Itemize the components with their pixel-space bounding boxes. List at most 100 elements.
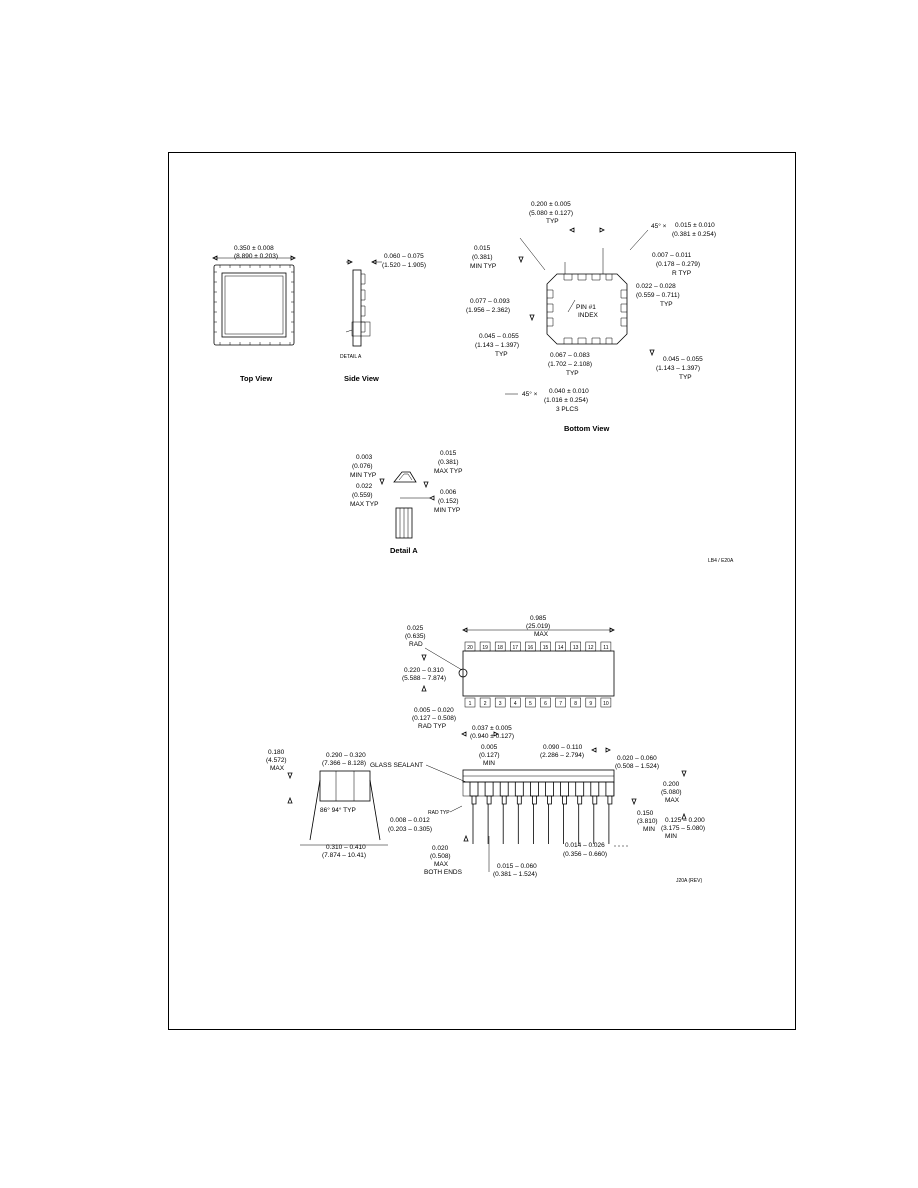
- dip-hmax-in: 0.180: [268, 749, 285, 756]
- b-r-typ: R TYP: [672, 270, 691, 277]
- lcc-side-view: 0.060 – 0.075 (1.520 – 1.905) DETAIL A S…: [340, 253, 426, 383]
- detail-a-caption: Detail A: [390, 546, 418, 555]
- dip-lead-len-in: 0.125 – 0.200: [665, 817, 705, 824]
- dip-bottom-pin-box: [555, 697, 566, 708]
- dip-top-pin-box: [600, 641, 612, 652]
- dip-shoulder-mm: (0.508 – 1.524): [615, 763, 659, 770]
- dip-base-typ: MAX: [665, 797, 680, 804]
- lcc-bottom-view: 0.200 ± 0.005 (5.080 ± 0.127) TYP 45° × …: [466, 201, 716, 433]
- dip-top-pin-box: [585, 641, 597, 652]
- dip-lead-len-typ: MIN: [665, 833, 677, 840]
- dip-side-lead: [560, 782, 569, 844]
- b-pl-typ: TYP: [495, 351, 508, 358]
- dip-top-pin-box: [494, 641, 506, 652]
- dip-end-in: 0.037 ± 0.005: [472, 725, 512, 732]
- b-pl2-in: 0.045 – 0.055: [663, 356, 703, 363]
- b-pw-in: 0.022 – 0.028: [636, 283, 676, 290]
- dip-bottom-pin-box: [464, 697, 476, 708]
- side-height-in: 0.060 – 0.075: [384, 253, 424, 260]
- dip-side-lead: [514, 782, 524, 844]
- dip-top-pin-box: [510, 641, 521, 652]
- dip-notch-in: 0.025: [407, 625, 424, 632]
- dip-top-pin-number: 17: [513, 645, 519, 651]
- d-b-in: 0.015: [440, 450, 457, 457]
- dip-top-pin-number: 11: [603, 645, 608, 651]
- dip-bottom-pin-box: [479, 697, 491, 708]
- b-corner-in: 0.015: [474, 245, 491, 252]
- d-d-in: 0.006: [440, 489, 457, 496]
- dip-angle: 86° 94° TYP: [320, 806, 356, 814]
- dip-bottom-pin-box: [585, 697, 597, 708]
- dip-lead-len-mm: (3.175 – 5.080): [661, 825, 705, 832]
- dip-side-lead: [469, 782, 479, 844]
- dip-base-in: 0.200: [663, 781, 680, 788]
- d-a-typ: MIN TYP: [350, 472, 376, 479]
- b-pl-mm: (1.143 – 1.397): [475, 342, 519, 349]
- dip-pitch-in: 0.090 – 0.110: [543, 744, 583, 751]
- b-chamfer-b-mm: (1.016 ± 0.254): [544, 397, 588, 404]
- b-r-in: 0.007 – 0.011: [652, 252, 692, 259]
- top-width-in: 0.350 ± 0.008: [234, 245, 274, 252]
- b-chamfer-a-mm: (0.381 ± 0.254): [672, 231, 716, 238]
- dip-hmax-mm: (4.572): [266, 757, 287, 764]
- b-pl2-typ: TYP: [679, 374, 692, 381]
- dip-lw-mm: (0.356 – 0.660): [563, 851, 607, 858]
- dip-lead-thk-mm: (0.203 – 0.305): [388, 826, 432, 833]
- lcc-top-view: 0.350 ± 0.008 (8.890 ± 0.203) Top View: [212, 245, 296, 383]
- dip-shoulder-in: 0.020 – 0.060: [617, 755, 657, 762]
- b-chamfer-b-in: 0.040 ± 0.010: [549, 388, 589, 395]
- lcc-drawing-no: LB4 / E20A: [708, 558, 734, 564]
- dip-span-mm: (7.366 – 8.128): [322, 760, 366, 767]
- dip-top-pin-box: [570, 641, 581, 652]
- dip-top-pin-number: 15: [543, 645, 549, 651]
- dip-flat-in: 0.150: [637, 810, 654, 817]
- dip-radius-label: RAD TYP: [428, 810, 450, 816]
- lcc-detail-a: 0.003 (0.076) MIN TYP 0.015 (0.381) MAX …: [350, 450, 734, 564]
- dip-side-lead: [530, 782, 539, 844]
- d-c-typ: MAX TYP: [350, 501, 378, 508]
- b-chamfer-a: 45° ×: [651, 222, 667, 230]
- b-corner-typ: MIN TYP: [470, 263, 496, 270]
- dip-hmax-typ: MAX: [270, 765, 285, 772]
- dip-bottom-pin-box: [600, 697, 612, 708]
- dip-top-pin-number: 12: [588, 645, 594, 651]
- b-chamfer-a-in: 0.015 ± 0.010: [675, 222, 715, 229]
- dip-bw-in: 0.015 – 0.060: [497, 863, 537, 870]
- b-corner-mm: (0.381): [472, 254, 493, 261]
- dip-top-pin-box: [479, 641, 491, 652]
- b-pin1: PIN #1: [576, 304, 596, 311]
- dip-seat-typ: MIN: [483, 760, 495, 767]
- dip-length-mm: (25.019): [526, 623, 550, 630]
- b-chamfer-b: 45° ×: [522, 390, 538, 398]
- dip-flat-mm: (3.810): [637, 818, 658, 825]
- dip-top-pin-box: [540, 641, 551, 652]
- dip-side-lead: [499, 782, 509, 844]
- dip-glass: GLASS SEALANT: [370, 762, 423, 769]
- dip-bottom-pin-number: 2: [484, 701, 487, 707]
- dip-drawing-no: J20A (REV): [676, 878, 702, 884]
- dip-bottom-pin-number: 3: [499, 701, 502, 707]
- b-pitch-mm: (5.080 ± 0.127): [529, 210, 573, 217]
- d-d-typ: MIN TYP: [434, 507, 460, 514]
- dip-lead-thk-in: 0.008 – 0.012: [390, 817, 430, 824]
- dip-side-lead: [545, 782, 554, 844]
- dip-side-lead: [590, 782, 600, 844]
- b-row-in: 0.067 – 0.083: [550, 352, 590, 359]
- dip-bottom-pin-box: [494, 697, 506, 708]
- dip-width-mm: (5.588 – 7.874): [402, 675, 446, 682]
- dip-bottom-pin-number: 7: [559, 701, 562, 707]
- dip-top-pin-box: [555, 641, 566, 652]
- dip-bottom-pin-number: 9: [589, 701, 592, 707]
- dip-top-pin-number: 16: [528, 645, 534, 651]
- d-a-mm: (0.076): [352, 463, 373, 470]
- dip-top-pin-box: [464, 641, 476, 652]
- dip-top-pin-number: 13: [573, 645, 579, 651]
- dip-side-lead: [575, 782, 585, 844]
- dip-bottom-pin-number: 8: [574, 701, 577, 707]
- b-pl-in: 0.045 – 0.055: [479, 333, 519, 340]
- b-pin1-b: INDEX: [578, 312, 599, 319]
- dip-top-pin-number: 20: [467, 645, 473, 651]
- dip-length-in: 0.985: [530, 615, 547, 622]
